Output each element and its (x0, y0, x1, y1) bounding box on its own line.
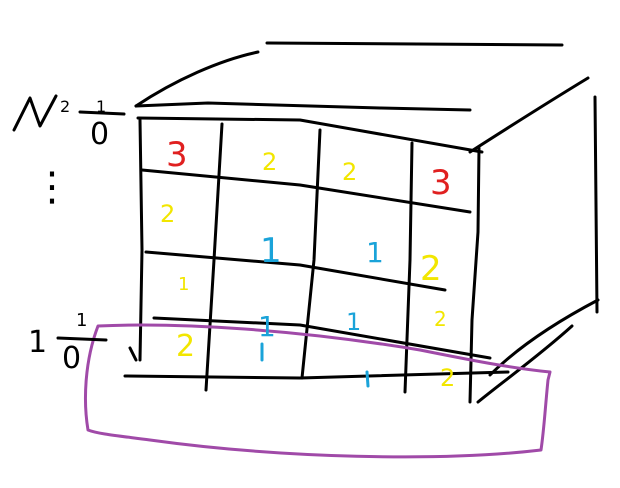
label-top: 2 1 0 (12, 94, 126, 152)
grid-row-line-0 (136, 116, 484, 154)
grid-col-line-2 (300, 128, 322, 380)
cell-r1c2: 1 (366, 236, 384, 269)
cube-top-front-edge (134, 101, 472, 112)
grid-col-line-1 (204, 122, 224, 392)
cell-r3c1: 1 (258, 310, 276, 343)
cell-r3c3: 2 (440, 364, 455, 392)
cell-r0c1: 2 (262, 148, 277, 176)
cube-right-bottom-edge (488, 298, 600, 377)
bottom-layer-blue-marks (260, 342, 370, 388)
label-bottom-tick (128, 346, 138, 362)
cell-r3c2: 1 (346, 308, 361, 336)
cube-bottom-right-edge (476, 324, 574, 404)
cell-values: 3 2 2 3 2 1 1 2 1 2 2 1 1 2 (160, 135, 455, 392)
grid-row-line-3 (152, 316, 492, 360)
label-top-fraction-num: 1 (96, 97, 106, 116)
label-top-N-glyph (12, 94, 58, 132)
grid-row-line-1 (140, 168, 472, 214)
label-bottom-fraction-den: 0 (62, 341, 81, 376)
cube-outline (134, 41, 600, 404)
cube-right-back-edge (593, 95, 599, 314)
label-vertical-ellipsis: ⋮ (32, 164, 72, 210)
front-grid (123, 116, 510, 394)
cell-r3c0: 2 (176, 329, 195, 364)
cube-top-right-edge (468, 76, 590, 154)
cell-r0c0: 3 (166, 135, 188, 175)
label-top-exponent: 2 (60, 97, 70, 116)
cell-r2c3: 2 (434, 307, 447, 331)
cube-top-left-edge (134, 50, 260, 108)
grid-col-line-3 (403, 141, 414, 394)
cell-r0c2: 2 (342, 158, 357, 186)
label-top-fraction-bar (78, 110, 126, 116)
cell-r1c0: 2 (160, 200, 175, 228)
label-top-fraction-den: 0 (90, 117, 109, 152)
cell-r0c3: 3 (430, 163, 452, 203)
label-bottom-prefix: 1 (28, 325, 47, 360)
cube-top-back-edge (265, 41, 564, 47)
cube-front-right-edge (468, 146, 481, 404)
label-bottom-fraction-num: 1 (76, 310, 87, 331)
grid-row-line-2 (144, 250, 447, 292)
blue-mark-2 (365, 370, 370, 388)
grid-row-line-4 (123, 370, 510, 380)
label-bottom: 1 1 0 (28, 310, 138, 376)
grid-col-line-0 (138, 118, 144, 362)
cell-r1c3: 2 (420, 249, 442, 289)
label-bottom-fraction-bar (56, 336, 108, 342)
bottom-layer-highlight (84, 323, 552, 459)
cell-r1c1: 1 (260, 231, 282, 271)
cell-r2c0: 1 (178, 274, 189, 295)
